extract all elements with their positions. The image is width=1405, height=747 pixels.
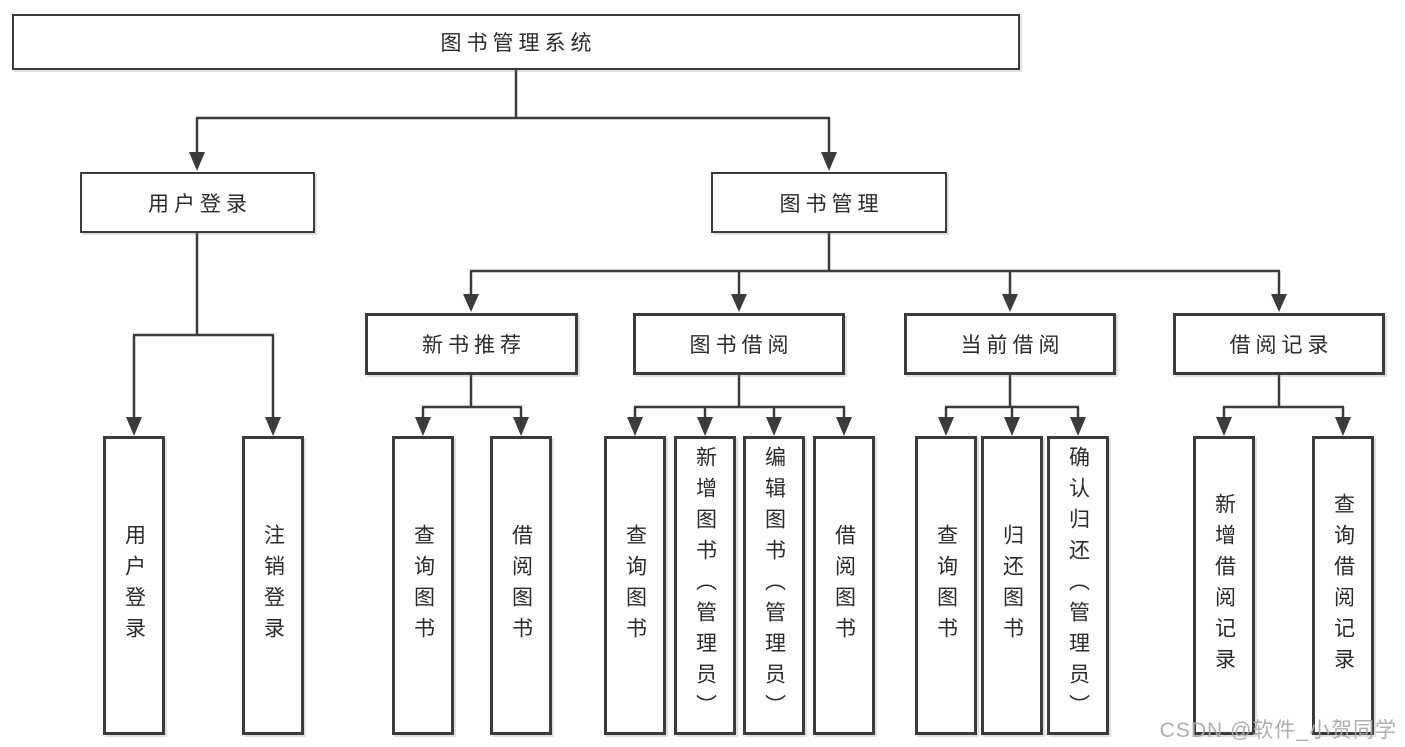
leaf-bb-query-books: 查询图书 (604, 436, 666, 735)
node-new-book-recommendation: 新书推荐 (365, 313, 578, 375)
leaf-cb-query-books: 查询图书 (915, 436, 977, 735)
node-book-management: 图书管理 (711, 172, 947, 233)
leaf-bb-add-book-admin: 新增图书（管理员） (674, 436, 736, 735)
leaf-bb-edit-book-admin: 编辑图书（管理员） (743, 436, 805, 735)
leaf-bb-borrow-books: 借阅图书 (813, 436, 875, 735)
leaf-br-query-record: 查询借阅记录 (1312, 436, 1374, 735)
leaf-nbr-query-books: 查询图书 (392, 436, 454, 735)
leaf-logout: 注销登录 (242, 436, 304, 735)
node-borrow-records: 借阅记录 (1173, 313, 1385, 375)
leaf-br-add-record: 新增借阅记录 (1193, 436, 1255, 735)
node-book-borrowing: 图书借阅 (633, 313, 845, 375)
node-library-management-system: 图书管理系统 (12, 14, 1020, 70)
node-user-login: 用户登录 (80, 172, 315, 233)
leaf-nbr-borrow-books: 借阅图书 (490, 436, 552, 735)
node-current-borrowing: 当前借阅 (904, 313, 1116, 375)
leaf-cb-return-book: 归还图书 (981, 436, 1043, 735)
leaf-user-login: 用户登录 (103, 436, 165, 735)
leaf-cb-confirm-return-admin: 确认归还（管理员） (1047, 436, 1109, 735)
csdn-watermark: CSDN @软件_小贺同学 (1159, 719, 1397, 742)
